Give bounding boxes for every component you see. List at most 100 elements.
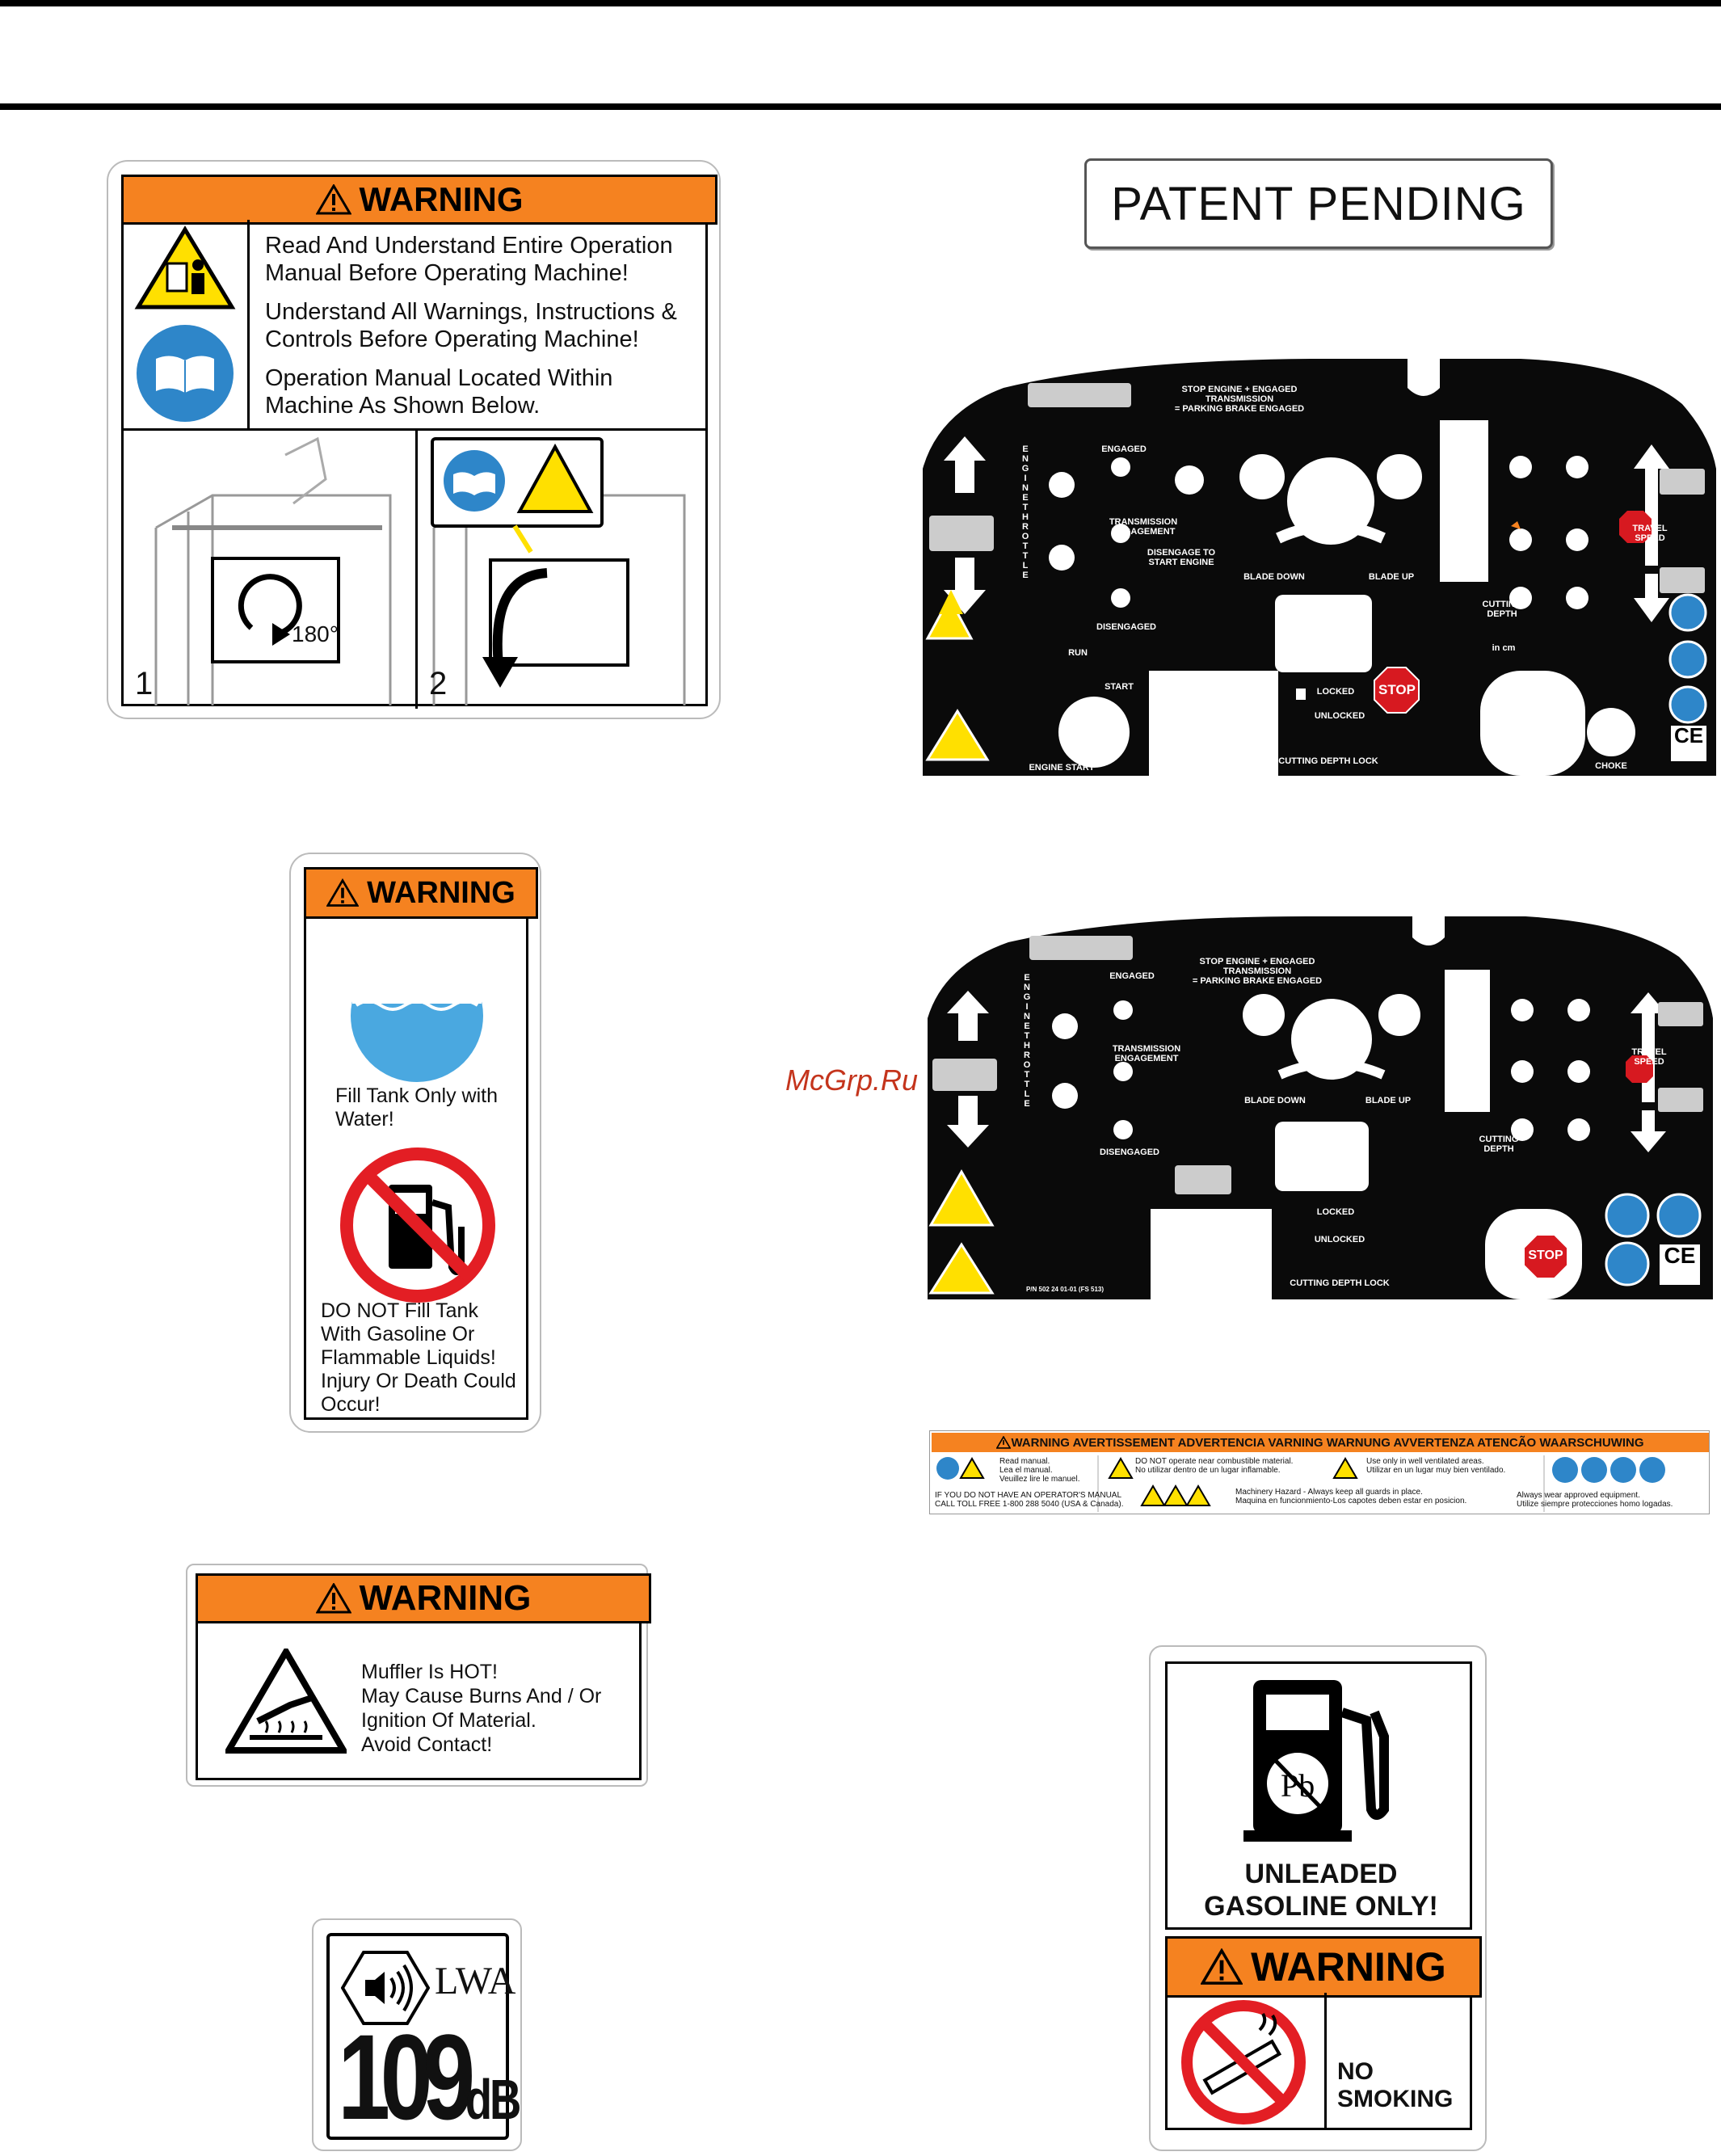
manual-icons [124, 220, 250, 428]
start-label: START [1105, 682, 1134, 692]
panel-1-shape [923, 359, 1716, 776]
unleaded-text: UNLEADED GASOLINE ONLY! [1204, 1859, 1438, 1922]
muffler-line: Muffler Is HOT! [361, 1661, 499, 1683]
ventilated-text: Use only in well ventilated areas. Utili… [1366, 1457, 1506, 1475]
fuel-pump-icon: Pb [1243, 1680, 1389, 1842]
stop-sign-label: STOP [1528, 1249, 1563, 1262]
warning-triangle-icon [1201, 1948, 1243, 1985]
blade-up-label: BLADE UP [1365, 1096, 1412, 1105]
no-smoking-section: WARNING NO SMOKING [1165, 1936, 1482, 2130]
fill-water-text: Fill Tank Only with Water! [335, 1084, 498, 1131]
manual-instructions: Read And Understand Entire Operation Man… [265, 232, 701, 431]
machinery-hazard-text: Machinery Hazard - Always keep all guard… [1235, 1488, 1467, 1505]
blade-down-label: BLADE DOWN [1244, 1096, 1306, 1105]
engaged-label: ENGAGED [1101, 444, 1147, 454]
warning-triangle-icon [315, 184, 351, 215]
hot-surface-icon [225, 1649, 347, 1754]
patent-pending-label: PATENT PENDING [1084, 158, 1553, 249]
manual-location-illustrations: 180° 1 2 [124, 428, 705, 709]
lwa-label: LWA [435, 1960, 516, 2002]
manual-warning-decal: WARNING Read And Understand Entire Opera… [107, 160, 721, 719]
sound-power-icon [341, 1951, 430, 2025]
unlocked-label: UNLOCKED [1314, 711, 1365, 721]
disengaged-label: DISENGAGED [1096, 622, 1156, 632]
locked-label: LOCKED [1316, 687, 1355, 697]
read-manual-icon [134, 225, 236, 422]
cutting-depth-lock-label: CUTTING DEPTH LOCK [1278, 756, 1378, 766]
ce-mark: CE [1664, 1243, 1696, 1268]
step-2-number: 2 [429, 666, 448, 701]
part-number: P/N 502 24 01-01 (FS 513) [1025, 1286, 1105, 1293]
warning-triangle-icon [315, 1583, 351, 1614]
step-2-illustration: 2 [418, 431, 705, 709]
disengage-label: DISENGAGE TO START ENGINE [1147, 548, 1216, 567]
warning-title: WARNING [1251, 1944, 1446, 1990]
travel-speed-label: TRAVEL SPEED [1632, 524, 1668, 543]
warning-triangle-icon [326, 878, 360, 907]
warning-header: WARNING [304, 867, 538, 919]
read-manual-text: Read manual. Lea el manual. Veuillez lir… [999, 1457, 1080, 1484]
muffler-line: Avoid Contact! [361, 1733, 493, 1756]
multilingual-header-text: WARNING AVERTISSEMENT ADVERTENCIA VARNIN… [1011, 1435, 1644, 1450]
disengaged-label: DISENGAGED [1100, 1147, 1159, 1157]
no-smoking-icon-cell [1168, 1993, 1327, 2130]
multilingual-header: WARNING AVERTISSEMENT ADVERTENCIA VARNIN… [932, 1433, 1709, 1452]
no-gasoline-text: DO NOT Fill Tank With Gasoline Or Flamma… [321, 1299, 516, 1416]
combustible-text: DO NOT operate near combustible material… [1135, 1457, 1294, 1475]
unleaded-gasoline-decal: Pb UNLEADED GASOLINE ONLY! WARNING NO SM… [1149, 1645, 1487, 2151]
choke-label: CHOKE [1595, 761, 1627, 771]
water-icon [351, 947, 483, 1082]
decibel-unit: dB [465, 2068, 522, 2131]
stop-engine-label: STOP ENGINE + ENGAGED TRANSMISSION = PAR… [1174, 385, 1305, 414]
warning-triangle-icon [996, 1436, 1012, 1449]
noise-value: 109dB [338, 2016, 522, 2156]
ce-mark: CE [1673, 723, 1704, 747]
multilingual-warning-strip: WARNING AVERTISSEMENT ADVERTENCIA VARNIN… [929, 1430, 1710, 1514]
equipment-text: Always wear approved equipment. Utilize … [1517, 1491, 1673, 1509]
instruction-line: Understand All Warnings, Instructions & … [265, 299, 677, 352]
warning-title: WARNING [367, 875, 515, 910]
engine-start-label: ENGINE START [1029, 763, 1095, 773]
water-tank-warning-decal: WARNING Fill Tank Only with Water! DO NO… [289, 853, 541, 1433]
unleaded-section: Pb UNLEADED GASOLINE ONLY! [1165, 1661, 1472, 1930]
no-smoking-text: NO SMOKING [1337, 2058, 1454, 2112]
throttle-label: ENGINE THROTTLE [1023, 973, 1034, 1109]
strip-icons [936, 1455, 1665, 1512]
engaged-label: ENGAGED [1109, 971, 1155, 981]
noise-level-decal: LWA 109dB [312, 1918, 522, 2151]
header-rule [0, 103, 1721, 110]
run-label: RUN [1068, 648, 1088, 658]
decibel-value: 109 [338, 2009, 475, 2145]
warning-header: WARNING [121, 175, 717, 225]
warning-header: WARNING [196, 1573, 651, 1623]
travel-speed-label: TRAVEL SPEED [1631, 1047, 1667, 1067]
unlocked-label: UNLOCKED [1314, 1235, 1365, 1244]
locked-label: LOCKED [1316, 1207, 1355, 1217]
call-toll-free-text: IF YOU DO NOT HAVE AN OPERATOR'S MANUAL … [935, 1491, 1124, 1509]
instruction-line: Read And Understand Entire Operation Man… [265, 233, 673, 286]
cutting-depth-label: CUTTING DEPTH [1482, 600, 1522, 619]
panel-2-shape [928, 916, 1713, 1299]
transmission-label: TRANSMISSION ENGAGEMENT [1109, 517, 1178, 537]
warning-title: WARNING [359, 180, 524, 218]
no-smoking-icon [1181, 2000, 1306, 2124]
blade-down-label: BLADE DOWN [1243, 572, 1305, 582]
rotation-label: 180° [292, 621, 339, 646]
control-panel-decal-2: STOP ENGINE + ENGAGED TRANSMISSION = PAR… [928, 913, 1713, 1299]
muffler-line: Ignition Of Material. [361, 1709, 536, 1732]
muffler-warning-text: Muffler Is HOT! May Cause Burns And / Or… [361, 1660, 601, 1757]
step-1-number: 1 [135, 666, 154, 701]
instruction-line: Operation Manual Located Within Machine … [265, 365, 613, 419]
blade-up-label: BLADE UP [1368, 572, 1415, 582]
cutting-depth-label: CUTTING DEPTH [1479, 1135, 1519, 1154]
muffler-hot-warning-decal: WARNING Muffler Is HOT! May Cause Burns … [186, 1564, 651, 1787]
cutting-depth-lock-label: CUTTING DEPTH LOCK [1290, 1278, 1390, 1288]
in-cm-label: in cm [1492, 643, 1516, 653]
muffler-line: May Cause Burns And / Or [361, 1685, 602, 1708]
stop-engine-label: STOP ENGINE + ENGAGED TRANSMISSION = PAR… [1192, 957, 1323, 986]
control-panel-decal-1: STOP ENGINE + ENGAGED TRANSMISSION = PAR… [923, 356, 1716, 776]
stop-sign-label: STOP [1378, 682, 1416, 697]
throttle-label: ENGINE THROTTLE [1021, 444, 1033, 580]
transmission-label: TRANSMISSION ENGAGEMENT [1112, 1044, 1181, 1063]
no-gasoline-icon [340, 1147, 495, 1303]
